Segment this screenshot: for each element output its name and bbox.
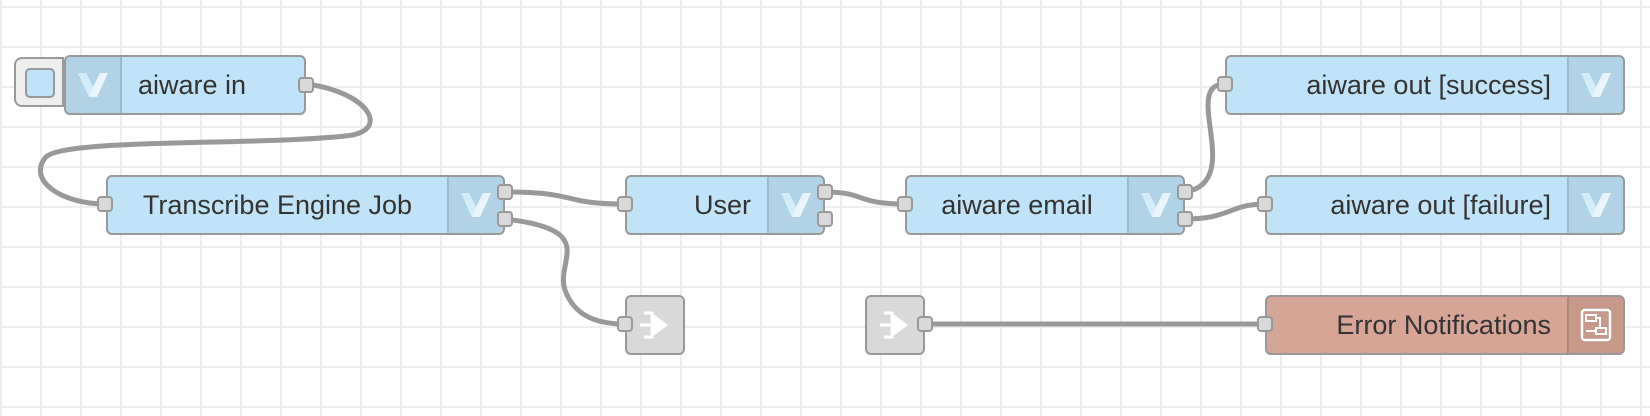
input-port[interactable] bbox=[617, 316, 633, 332]
node-user[interactable]: User bbox=[625, 175, 825, 235]
link-in-icon bbox=[880, 311, 908, 339]
output-port-1[interactable] bbox=[497, 184, 513, 200]
output-port-2[interactable] bbox=[817, 211, 833, 227]
input-port[interactable] bbox=[897, 196, 913, 212]
inject-button-square-icon bbox=[25, 68, 55, 98]
link-in-node[interactable] bbox=[865, 295, 925, 355]
veritone-logo-icon bbox=[447, 177, 503, 233]
output-port-1[interactable] bbox=[1177, 184, 1193, 200]
link-out-icon bbox=[640, 311, 668, 339]
inject-button[interactable] bbox=[14, 57, 64, 107]
veritone-logo-icon bbox=[767, 177, 823, 233]
node-label: aiware email bbox=[941, 189, 1093, 220]
node-aiware-out-success[interactable]: aiware out [success] bbox=[1225, 55, 1625, 115]
input-port[interactable] bbox=[1217, 76, 1233, 92]
input-port[interactable] bbox=[1257, 196, 1273, 212]
veritone-logo-icon bbox=[66, 57, 122, 113]
node-label: aiware out [success] bbox=[1306, 69, 1551, 100]
wire-transcribe-to-link-out[interactable] bbox=[504, 216, 626, 327]
node-aiware-email[interactable]: aiware email bbox=[905, 175, 1185, 235]
node-label: Transcribe Engine Job bbox=[142, 189, 413, 220]
node-transcribe-engine-job[interactable]: Transcribe Engine Job bbox=[106, 175, 505, 235]
node-aiware-in[interactable]: aiware in bbox=[64, 55, 306, 115]
output-port-1[interactable] bbox=[817, 184, 833, 200]
output-port-2[interactable] bbox=[497, 211, 513, 227]
veritone-logo-icon bbox=[1567, 177, 1623, 233]
wire-email-to-failure[interactable] bbox=[1184, 201, 1266, 222]
node-error-notifications[interactable]: Error Notifications bbox=[1265, 295, 1625, 355]
output-port[interactable] bbox=[298, 77, 314, 93]
node-label: aiware in bbox=[138, 69, 247, 100]
subflow-icon bbox=[1567, 297, 1623, 353]
output-port[interactable] bbox=[917, 316, 933, 332]
link-out-node[interactable] bbox=[625, 295, 685, 355]
node-aiware-out-failure[interactable]: aiware out [failure] bbox=[1265, 175, 1625, 235]
node-label: aiware out [failure] bbox=[1330, 189, 1551, 220]
node-label: User bbox=[693, 189, 751, 220]
input-port[interactable] bbox=[1257, 316, 1273, 332]
wire-email-to-success[interactable] bbox=[1184, 81, 1226, 195]
wire-user-to-email[interactable] bbox=[824, 189, 906, 207]
input-port[interactable] bbox=[97, 196, 113, 212]
node-label: Error Notifications bbox=[1336, 309, 1551, 340]
output-port-2[interactable] bbox=[1177, 211, 1193, 227]
wire-aiware-in-to-transcribe[interactable] bbox=[37, 81, 373, 207]
input-port[interactable] bbox=[617, 196, 633, 212]
veritone-logo-icon bbox=[1127, 177, 1183, 233]
wire-transcribe-to-user[interactable] bbox=[504, 189, 626, 207]
veritone-logo-icon bbox=[1567, 57, 1623, 113]
